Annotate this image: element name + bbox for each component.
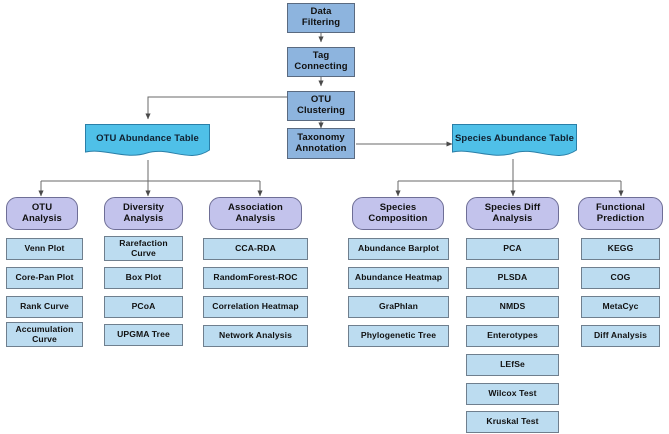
leaf-lefse[interactable]: LEfSe [466,354,559,376]
leaf-rank-curve[interactable]: Rank Curve [6,296,83,318]
node-data-filtering[interactable]: Data Filtering [287,3,355,33]
leaf-nmds[interactable]: NMDS [466,296,559,318]
leaf-abundance-barplot[interactable]: Abundance Barplot [348,238,449,260]
leaf-enterotypes[interactable]: Enterotypes [466,325,559,347]
node-association-analysis[interactable]: Association Analysis [209,197,302,230]
node-tag-connecting[interactable]: Tag Connecting [287,47,355,77]
leaf-venn-plot[interactable]: Venn Plot [6,238,83,260]
leaf-metacyc[interactable]: MetaCyc [581,296,660,318]
node-label: Species Abundance Table [455,132,574,144]
node-taxonomy-annotation[interactable]: Taxonomy Annotation [287,128,355,159]
node-species-composition[interactable]: Species Composition [352,197,444,230]
leaf-cca-rda[interactable]: CCA-RDA [203,238,308,260]
leaf-upgma-tree[interactable]: UPGMA Tree [104,324,183,346]
leaf-graphlan[interactable]: GraPhlan [348,296,449,318]
leaf-diff-analysis[interactable]: Diff Analysis [581,325,660,347]
leaf-randomforest-roc[interactable]: RandomForest-ROC [203,267,308,289]
leaf-plsda[interactable]: PLSDA [466,267,559,289]
leaf-box-plot[interactable]: Box Plot [104,267,183,289]
node-functional-prediction[interactable]: Functional Prediction [578,197,663,230]
leaf-network-analysis[interactable]: Network Analysis [203,325,308,347]
leaf-accumulation-curve[interactable]: Accumulation Curve [6,322,83,347]
leaf-core-pan-plot[interactable]: Core-Pan Plot [6,267,83,289]
leaf-kegg[interactable]: KEGG [581,238,660,260]
leaf-cog[interactable]: COG [581,267,660,289]
leaf-rarefaction-curve[interactable]: Rarefaction Curve [104,236,183,261]
node-species-abundance-table[interactable]: Species Abundance Table [452,124,577,160]
leaf-correlation-heatmap[interactable]: Correlation Heatmap [203,296,308,318]
node-otu-clustering[interactable]: OTU Clustering [287,91,355,121]
leaf-pca[interactable]: PCA [466,238,559,260]
node-diversity-analysis[interactable]: Diversity Analysis [104,197,183,230]
document-shape-icon [85,124,210,156]
node-species-diff-analysis[interactable]: Species Diff Analysis [466,197,559,230]
node-otu-analysis[interactable]: OTU Analysis [6,197,78,230]
leaf-wilcox-test[interactable]: Wilcox Test [466,383,559,405]
leaf-phylogenetic-tree[interactable]: Phylogenetic Tree [348,325,449,347]
node-otu-abundance-table[interactable]: OTU Abundance Table [85,124,210,160]
node-label: OTU Abundance Table [96,132,199,144]
leaf-abundance-heatmap[interactable]: Abundance Heatmap [348,267,449,289]
document-shape-icon [452,124,577,156]
leaf-kruskal-test[interactable]: Kruskal Test [466,411,559,433]
leaf-pcoa[interactable]: PCoA [104,296,183,318]
